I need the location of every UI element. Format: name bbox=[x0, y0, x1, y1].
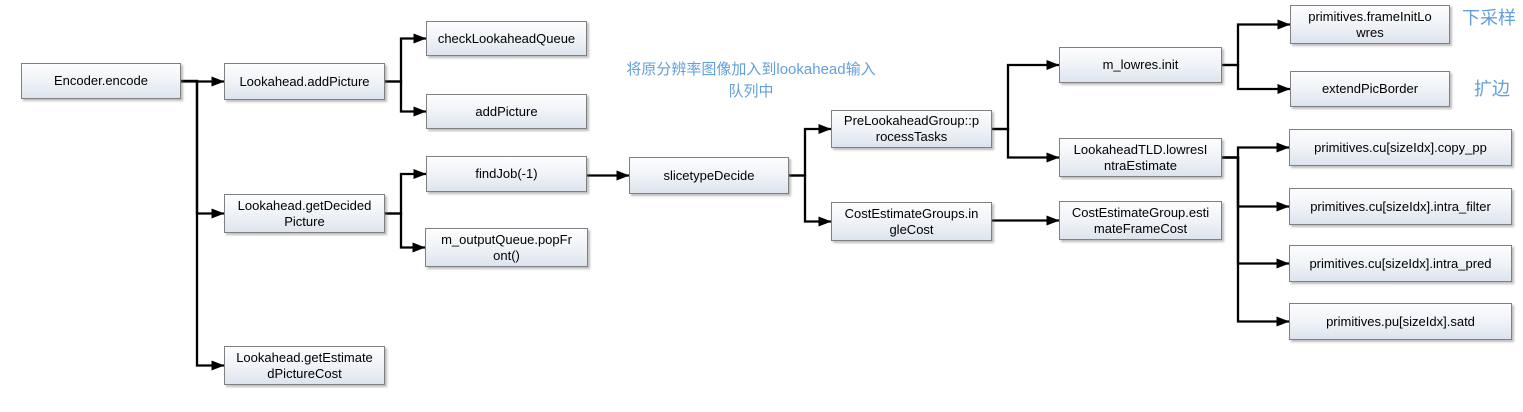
node-encoder-encode: Encoder.encode bbox=[21, 63, 181, 99]
edge-lookahead-getdecidedpicture-to-find-job bbox=[385, 169, 427, 215]
edge-lookaheadtld-lowresintraestimate-to-primitives-satd bbox=[1222, 156, 1290, 327]
node-check-lookahead-queue: checkLookaheadQueue bbox=[426, 21, 587, 56]
node-primitives-intra-pred: primitives.cu[sizeIdx].intra_pred bbox=[1289, 245, 1512, 282]
edge-encoder-encode-to-lookahead-getestimatedpicturecost bbox=[181, 79, 225, 371]
node-lookahead-getestimatedpicturecost: Lookahead.getEstimate dPictureCost bbox=[224, 346, 385, 385]
node-primitives-intra-filter: primitives.cu[sizeIdx].intra_filter bbox=[1289, 188, 1512, 225]
edge-m-lowres-init-to-extend-picborder bbox=[1222, 63, 1291, 94]
edge-lookaheadtld-lowresintraestimate-to-primitives-copy-pp bbox=[1222, 142, 1290, 159]
edge-prelookaheadgroup-processtasks-to-lookaheadtld-lowresintraestimate bbox=[992, 127, 1060, 163]
node-lookahead-addpicture: Lookahead.addPicture bbox=[224, 63, 385, 100]
node-lookahead-getdecidedpicture: Lookahead.getDecided Picture bbox=[224, 194, 385, 233]
node-primitives-frameinitlowres: primitives.frameInitLo wres bbox=[1290, 5, 1450, 44]
edge-lookaheadtld-lowresintraestimate-to-primitives-intra-filter bbox=[1222, 156, 1290, 212]
node-slicetype-decide: slicetypeDecide bbox=[629, 157, 789, 194]
node-lookaheadtld-lowresintraestimate: LookaheadTLD.lowresI ntraEstimate bbox=[1059, 138, 1222, 177]
node-m-outputqueue-popfront: m_outputQueue.popFr ont() bbox=[425, 228, 588, 267]
edge-m-lowres-init-to-primitives-frameinitlowres bbox=[1222, 19, 1291, 67]
edge-lookaheadtld-lowresintraestimate-to-primitives-intra-pred bbox=[1222, 156, 1290, 269]
node-primitives-copy-pp: primitives.cu[sizeIdx].copy_pp bbox=[1289, 129, 1512, 166]
node-primitives-satd: primitives.pu[sizeIdx].satd bbox=[1289, 303, 1512, 340]
edge-prelookaheadgroup-processtasks-to-m-lowres-init bbox=[992, 60, 1060, 131]
edge-encoder-encode-to-lookahead-getdecidedpicture bbox=[181, 79, 225, 219]
edge-lookahead-addpicture-to-add-picture bbox=[385, 80, 427, 117]
annotation-lookahead-queue-note: 将原分辨率图像加入到lookahead输入 队列中 bbox=[626, 61, 876, 100]
node-costestimategroups-singlecost: CostEstimateGroups.in gleCost bbox=[831, 202, 992, 241]
edge-slicetype-decide-to-prelookaheadgroup-processtasks bbox=[789, 124, 832, 177]
edge-slicetype-decide-to-costestimategroups-singlecost bbox=[789, 174, 832, 227]
edge-lookahead-getdecidedpicture-to-m-outputqueue-popfront bbox=[385, 212, 426, 253]
annotation-downsample-label: 下采样 bbox=[1462, 8, 1516, 28]
annotation-extend-border-label: 扩边 bbox=[1474, 79, 1510, 99]
node-extend-picborder: extendPicBorder bbox=[1290, 71, 1450, 107]
node-costestimategroup-estimateframecost: CostEstimateGroup.esti mateFrameCost bbox=[1059, 201, 1222, 240]
edge-lookahead-addpicture-to-check-lookahead-queue bbox=[385, 33, 427, 83]
node-find-job: findJob(-1) bbox=[426, 156, 587, 192]
node-add-picture: addPicture bbox=[426, 94, 587, 129]
node-m-lowres-init: m_lowres.init bbox=[1059, 47, 1222, 83]
node-prelookaheadgroup-processtasks: PreLookaheadGroup::p rocessTasks bbox=[831, 110, 992, 148]
